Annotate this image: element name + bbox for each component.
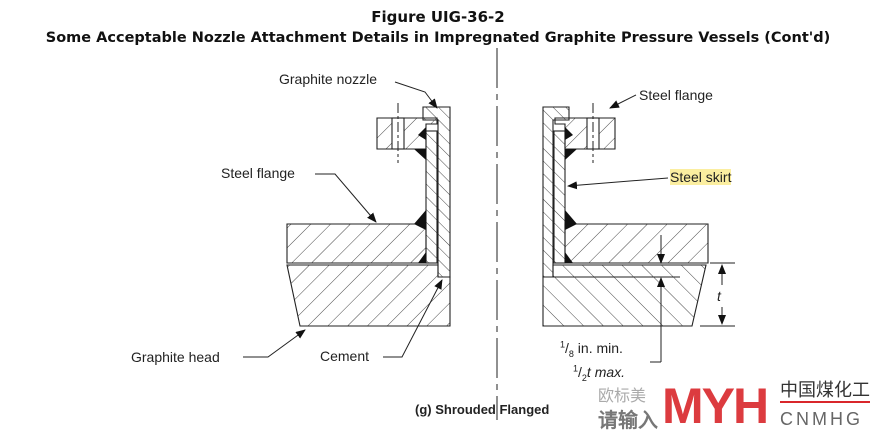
label-steel-skirt: Steel skirt bbox=[670, 169, 732, 186]
steel-skirt-right bbox=[553, 130, 566, 264]
label-max-gap: 1/2t max. bbox=[573, 363, 626, 383]
graphite-head-right bbox=[542, 264, 707, 327]
label-dim-t: t bbox=[717, 288, 721, 304]
leader-lines bbox=[243, 81, 735, 363]
graphite-head-left bbox=[286, 264, 451, 327]
watermark-overlay2: 请输入 bbox=[598, 410, 658, 432]
centerlines bbox=[397, 48, 594, 420]
figure-title: Figure UIG-36-2 bbox=[371, 8, 505, 26]
min-text: in. min. bbox=[573, 340, 623, 356]
label-cement: Cement bbox=[320, 348, 370, 364]
graphite-nozzle-right bbox=[542, 106, 570, 278]
label-steel-flange-left: Steel flange bbox=[221, 165, 295, 181]
label-graphite-nozzle: Graphite nozzle bbox=[279, 71, 378, 87]
label-graphite-head: Graphite head bbox=[131, 349, 220, 365]
figure-caption: (g) Shrouded Flanged bbox=[415, 402, 550, 417]
watermark-en-name: CNMHG bbox=[780, 409, 863, 429]
steel-flange-plate-right bbox=[564, 223, 709, 264]
watermark-logo: MYH bbox=[662, 378, 769, 434]
label-steel-flange-top: Steel flange bbox=[639, 87, 713, 103]
watermark-cn-name: 中国煤化工 bbox=[780, 380, 870, 403]
weld-fillets bbox=[414, 127, 577, 263]
figure-subtitle: Some Acceptable Nozzle Attachment Detail… bbox=[45, 30, 831, 46]
label-min-gap: 1/8 in. min. bbox=[560, 339, 623, 359]
fraction-num: 1 bbox=[560, 339, 566, 350]
steel-flange-plate-left bbox=[286, 223, 427, 264]
steel-skirt-text: Steel skirt bbox=[670, 169, 732, 185]
watermark-overlay1: 欧标美 bbox=[598, 388, 647, 405]
max-text: t max. bbox=[586, 364, 626, 380]
fraction-den: 8 bbox=[568, 348, 574, 359]
fraction-num: 1 bbox=[573, 363, 579, 374]
steel-skirt-left bbox=[425, 130, 438, 264]
fraction-den: 2 bbox=[581, 372, 587, 383]
